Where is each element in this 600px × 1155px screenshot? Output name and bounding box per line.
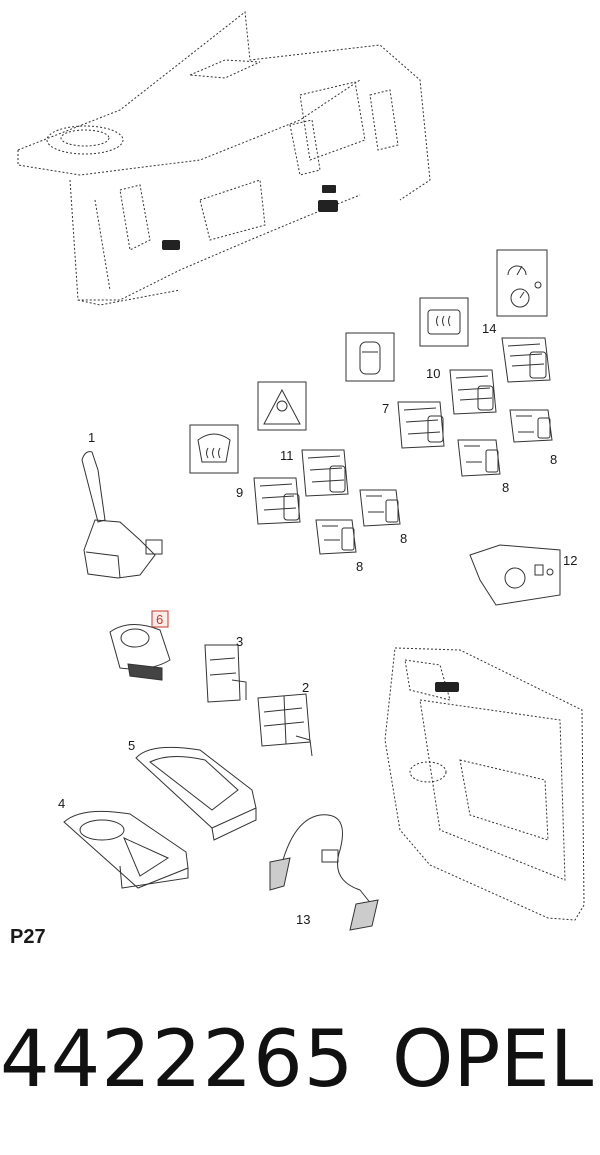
window-switch-single (204, 644, 247, 703)
clip-part-8-b (457, 439, 501, 477)
column-stalk-switch (81, 451, 163, 579)
dashboard-illustration (17, 11, 431, 306)
page-reference: P27 (10, 926, 46, 948)
callout-9: 9 (236, 485, 243, 500)
switch-module-11 (301, 449, 349, 497)
callout-1: 1 (88, 430, 95, 445)
door-panel-illustration (384, 647, 585, 921)
callout-14: 14 (482, 321, 496, 336)
callout-7: 7 (382, 401, 389, 416)
callout-12: 12 (563, 553, 577, 568)
door-lock-symbol-box (345, 332, 395, 382)
callout-8-a: 8 (550, 452, 557, 467)
callout-2: 2 (302, 680, 309, 695)
clip-part-8-a (509, 409, 553, 443)
callout-11: 11 (280, 448, 294, 463)
door-handle-bezel-4 (63, 810, 189, 889)
front-defrost-symbol-box (189, 424, 239, 474)
callout-3: 3 (236, 634, 243, 649)
door-handle-bezel-5 (135, 746, 257, 841)
switch-module-7 (397, 401, 445, 449)
callout-8-c: 8 (400, 531, 407, 546)
callout-8-d: 8 (356, 559, 363, 574)
callout-4: 4 (58, 796, 65, 811)
callout-13: 13 (296, 912, 310, 927)
callout-6: 6 (156, 612, 163, 627)
clip-part-8-c (359, 489, 401, 527)
callout-10: 10 (426, 366, 440, 381)
switch-module-14 (501, 337, 551, 383)
door-connector (435, 682, 459, 692)
dashboard-connector (162, 185, 338, 250)
hazard-warning-symbol-box (257, 381, 307, 431)
cable-harness (269, 814, 379, 931)
switch-module-10 (449, 369, 497, 415)
rear-defrost-symbol-box (419, 297, 469, 347)
callout-6-highlight (151, 610, 169, 628)
callout-5: 5 (128, 738, 135, 753)
part-number: 4422265 (0, 1015, 355, 1105)
light-switch-panel (469, 544, 561, 606)
brand-name: OPEL (392, 1015, 594, 1105)
gauge-symbol-box (496, 249, 548, 317)
mirror-adjust-switch (109, 624, 171, 681)
callout-8-b: 8 (502, 480, 509, 495)
clip-part-8-d (315, 519, 357, 555)
switch-module-9 (253, 477, 301, 525)
window-switch-double (257, 693, 313, 757)
